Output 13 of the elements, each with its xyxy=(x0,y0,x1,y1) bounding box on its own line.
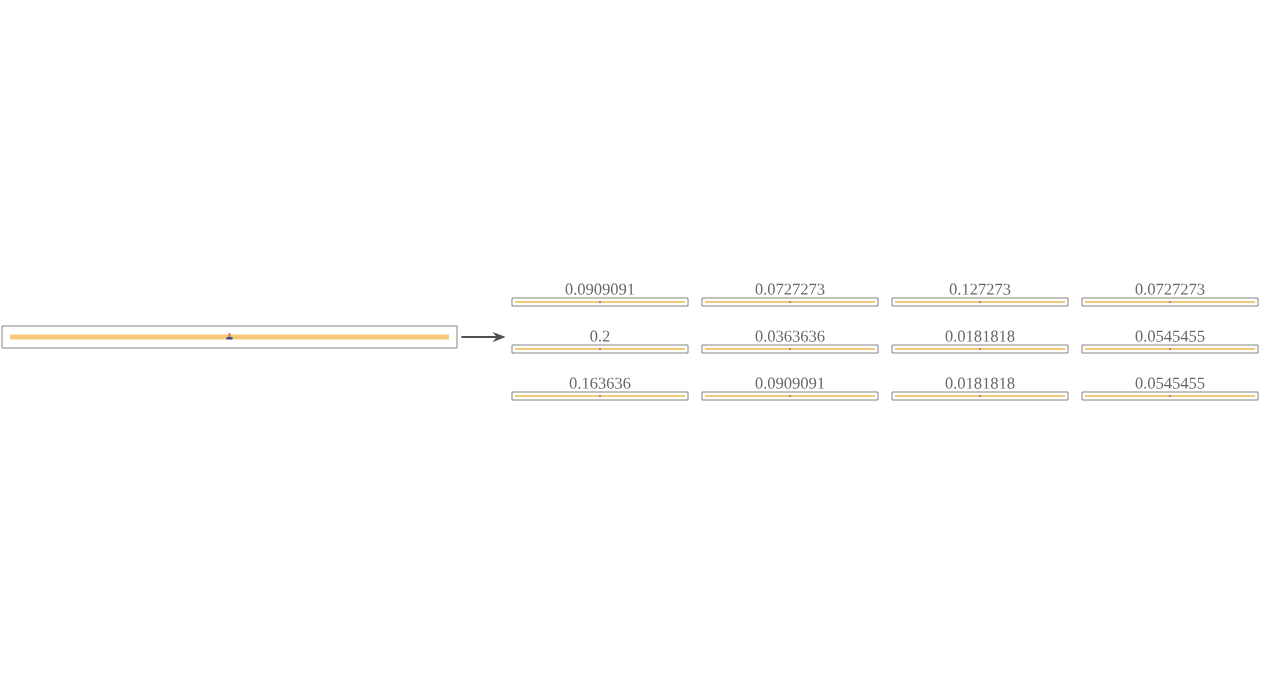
value-label: 0.0909091 xyxy=(755,377,825,389)
value-label: 0.163636 xyxy=(569,377,631,389)
value-label: 0.0181818 xyxy=(945,377,1015,389)
value-label: 0.0545455 xyxy=(1135,377,1205,389)
value-label: 0.0909091 xyxy=(565,283,635,295)
value-label: 0.127273 xyxy=(949,283,1011,295)
strip-box xyxy=(1,325,458,349)
value-label: 0.0545455 xyxy=(1135,330,1205,342)
value-label: 0.0181818 xyxy=(945,330,1015,342)
value-label: 0.2 xyxy=(590,330,610,342)
value-label: 0.0363636 xyxy=(755,330,825,342)
value-label: 0.0727273 xyxy=(755,283,825,295)
value-label: 0.0727273 xyxy=(1135,283,1205,295)
